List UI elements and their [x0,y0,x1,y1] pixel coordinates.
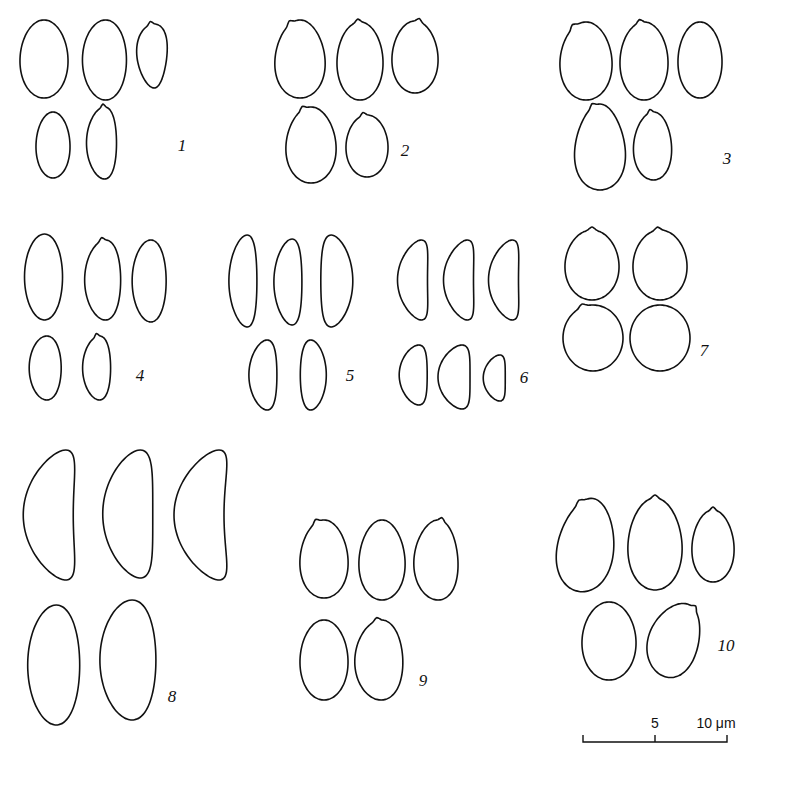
spore-outline [633,110,671,180]
spore-outline [628,495,682,590]
spore-outline [23,450,74,580]
spore-outline [633,227,687,300]
spore-outline [575,104,626,190]
spore-outline [103,450,153,578]
spore-outline [321,235,353,327]
scale-bar [583,735,727,742]
spore-outline [398,240,428,320]
spore-outline [132,240,166,322]
spore-outline [300,519,348,598]
spore-outline [565,227,619,300]
spore-outline [392,19,438,93]
spore-outline [399,345,427,405]
spore-outline [678,22,722,98]
spore-outline [647,603,700,677]
scale-label: 10 μm [696,716,735,730]
spore-outline [174,450,227,580]
spore-outline [438,345,470,409]
spore-outline [355,618,403,700]
figure-number: 10 [718,637,735,654]
spore-outline [249,340,277,410]
spore-outline [25,234,63,320]
figure-number: 4 [136,367,145,384]
spore-outline [692,507,734,582]
spore-outline [556,498,614,591]
spore-outline [286,106,336,183]
spore-outline [137,22,168,88]
spore-outline [300,620,348,700]
spore-outline [359,520,405,600]
spore-outline [444,240,474,320]
figure-number: 7 [700,342,709,359]
spore-outline [28,605,80,725]
spore-outline [274,239,302,325]
figure-number: 9 [419,672,428,689]
spore-outline [36,112,70,178]
spore-outline [229,235,257,327]
spore-outlines [20,19,734,725]
spore-outline [346,113,388,177]
spore-outline [563,304,623,371]
figure-number: 1 [178,137,187,154]
spore-outline [483,355,505,401]
spore-outline [100,600,156,720]
figure-number: 8 [168,688,177,705]
spore-outline [275,20,325,98]
spore-outline [82,20,126,100]
spore-outline [83,334,111,400]
spore-outline [87,104,117,179]
spore-outline [337,19,383,100]
figure-number: 5 [346,367,355,384]
spore-outline [620,20,668,100]
figure-number: 2 [401,142,410,159]
spore-outline [560,22,612,100]
spore-outline [85,238,121,320]
spore-outline [489,240,519,320]
spore-outline [300,340,326,410]
spore-outline [630,305,690,371]
figure-number: 6 [520,369,529,386]
figure-number: 3 [723,150,732,167]
spore-outline [29,336,61,400]
spore-outline [582,602,636,680]
spore-outline [20,20,68,98]
scale-label: 5 [651,716,659,730]
spore-outline [414,518,458,600]
